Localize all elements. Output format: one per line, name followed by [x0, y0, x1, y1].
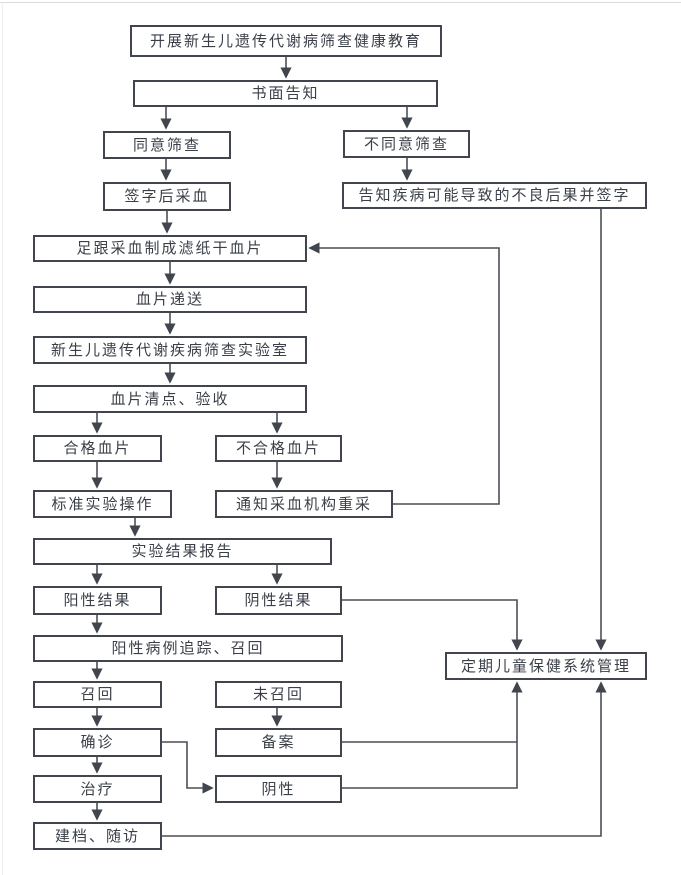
- node-label: 足跟采血制成滤纸干血片: [76, 239, 264, 257]
- node-label: 通知采血机构重采: [235, 494, 372, 513]
- window-edge-top: [0, 2, 681, 3]
- node-inform-consequences-sign: 告知疾病可能导致的不良后果并签字: [342, 182, 647, 209]
- node-screening-laboratory: 新生儿遗传代谢疾病筛查实验室: [33, 336, 307, 364]
- node-confirmed-diagnosis: 确诊: [33, 728, 162, 757]
- node-label: 阳性结果: [63, 591, 132, 609]
- node-positive-case-tracking-recall: 阳性病例追踪、召回: [33, 635, 343, 662]
- node-label: 召回: [80, 685, 115, 703]
- node-label: 血片清点、验收: [110, 389, 230, 408]
- node-qualified-slip: 合格血片: [33, 435, 162, 462]
- node-treatment: 治疗: [33, 775, 162, 803]
- node-positive-result: 阳性结果: [33, 586, 162, 615]
- node-archive-followup: 建档、随访: [33, 822, 162, 850]
- node-written-notification: 书面告知: [133, 80, 438, 107]
- node-sign-then-collect-blood: 签字后采血: [103, 182, 231, 211]
- edge-negative-manage: [342, 599, 523, 651]
- node-blood-slip-count-check: 血片清点、验收: [33, 385, 307, 413]
- node-label: 同意筛查: [132, 135, 201, 154]
- node-label: 开展新生儿遗传代谢病筛查健康教育: [149, 31, 422, 50]
- edge-neg2-manage: [342, 681, 523, 789]
- node-label: 定期儿童保健系统管理: [460, 656, 631, 675]
- node-refuse-screening: 不同意筛查: [343, 130, 470, 158]
- node-negative-result: 阴性结果: [215, 586, 342, 615]
- node-notify-recollection: 通知采血机构重采: [215, 490, 393, 518]
- node-label: 实验结果报告: [131, 542, 234, 560]
- node-label: 阴性: [261, 779, 296, 798]
- edge-recollect-heel-feedback: [308, 242, 500, 505]
- node-health-education: 开展新生儿遗传代谢病筛查健康教育: [130, 25, 442, 57]
- node-unqualified-slip: 不合格血片: [215, 435, 342, 462]
- node-label: 确诊: [80, 733, 115, 751]
- node-label: 建档、随访: [54, 826, 140, 845]
- node-not-recalled: 未召回: [215, 681, 342, 708]
- node-label: 血片递送: [135, 290, 204, 308]
- node-blood-slip-delivery: 血片递送: [33, 286, 307, 313]
- node-standard-lab-operation: 标准实验操作: [33, 490, 172, 518]
- edge-confirm-neg2: [162, 741, 214, 794]
- node-label: 新生儿遗传代谢疾病筛查实验室: [50, 340, 289, 359]
- node-negative: 阴性: [215, 775, 342, 803]
- node-result-report: 实验结果报告: [33, 538, 332, 565]
- window-edge-left: [2, 2, 3, 875]
- node-label: 治疗: [80, 779, 115, 798]
- node-label: 不同意筛查: [363, 134, 449, 153]
- node-child-healthcare-system-management: 定期儿童保健系统管理: [445, 652, 647, 680]
- node-label: 合格血片: [63, 439, 132, 457]
- node-agree-screening: 同意筛查: [103, 131, 231, 159]
- node-label: 备案: [261, 733, 296, 751]
- node-label: 不合格血片: [235, 439, 321, 457]
- node-label: 书面告知: [251, 84, 320, 102]
- node-label: 签字后采血: [124, 187, 210, 205]
- node-heel-blood-filter-paper: 足跟采血制成滤纸干血片: [33, 235, 307, 262]
- node-label: 标准实验操作: [51, 494, 154, 513]
- node-label: 告知疾病可能导致的不良后果并签字: [358, 186, 631, 204]
- node-label: 未召回: [252, 685, 304, 703]
- node-label: 阳性病例追踪、召回: [111, 639, 265, 657]
- node-filed-record: 备案: [215, 728, 342, 757]
- node-recalled: 召回: [33, 681, 162, 708]
- node-label: 阴性结果: [244, 591, 313, 609]
